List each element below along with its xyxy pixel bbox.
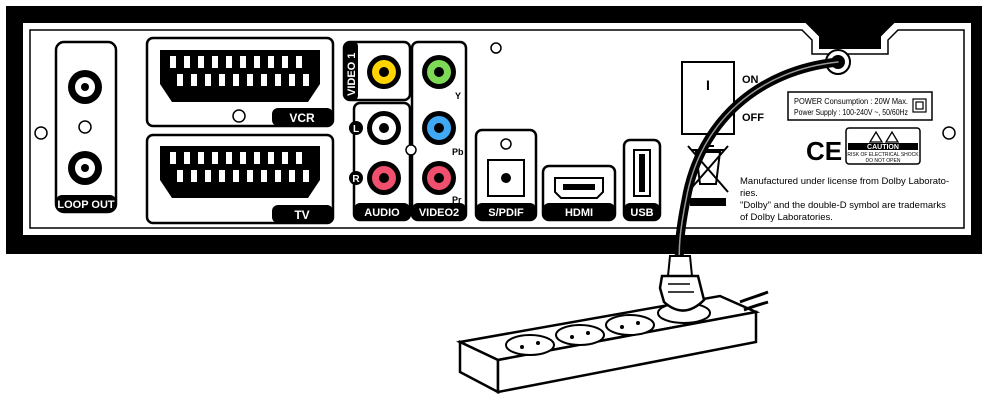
dolby-line-3: "Dolby" and the double-D symbol are trad… [740,200,946,211]
vcr-scart-port[interactable]: VCR [145,36,335,128]
power-strip [455,290,769,395]
scart-pin [226,152,232,164]
scart-pin [268,152,274,164]
svg-text:L: L [353,124,359,135]
scart-pin [268,56,274,68]
mounting-hole-left [34,126,48,140]
mounting-hole-right [942,126,956,140]
scart-pin [191,74,197,86]
dolby-line-1: Manufactured under license from Dolby La… [740,176,949,187]
scart-pin [205,74,211,86]
scart-pin [240,152,246,164]
scart-pin [247,74,253,86]
scart-pin [275,74,281,86]
spdif-port[interactable]: S/PDIF [474,128,538,222]
video2-pb-jack[interactable]: Pb [422,111,464,157]
scart-pin [198,56,204,68]
audio-left-jack[interactable]: L [349,111,401,145]
scart-pin [282,152,288,164]
loop-out-label: LOOP OUT [57,199,115,211]
vcr-label: VCR [289,111,315,125]
scart-pin [219,170,225,182]
scart-pin [177,170,183,182]
scart-pin [226,56,232,68]
power-strip-socket[interactable] [605,314,655,336]
scart-pin [170,152,176,164]
power-consumption-text: POWER Consumption : 20W Max. [794,97,908,106]
scart-pin [296,152,302,164]
switch-on-label: ON [742,74,759,86]
scart-pin [233,74,239,86]
tv-scart-port[interactable]: TV [145,133,335,225]
usb-port[interactable]: USB [622,138,662,222]
dolby-line-4: of Dolby Laboratories. [740,212,833,223]
svg-text:R: R [352,174,360,185]
power-plug [658,255,706,312]
scart-pin [289,170,295,182]
video2-component-group: Y Pb Pr VIDEO2 [405,40,468,222]
scart-pin [261,170,267,182]
dolby-notice: Manufactured under license from Dolby La… [740,176,949,223]
audio-label: AUDIO [364,207,400,219]
scart-pin [184,56,190,68]
svg-text:Pb: Pb [452,147,464,157]
power-supply-text: Power Supply : 100-240V ~, 50/60Hz [794,108,908,117]
scart-pin [296,56,302,68]
scart-pin [191,170,197,182]
scart-pin [289,74,295,86]
loop-out-port[interactable]: LOOP OUT [54,40,118,214]
scart-pin [219,74,225,86]
scart-pin [303,74,309,86]
usb-label: USB [630,207,653,219]
power-switch-on-symbol: I [706,77,710,93]
hdmi-label: HDMI [565,207,593,219]
video1-label: VIDEO 1 [346,53,358,96]
scart-pin [212,56,218,68]
scart-pin [212,152,218,164]
power-info-box: POWER Consumption : 20W Max. Power Suppl… [787,91,933,121]
scart-pin [254,152,260,164]
tv-label: TV [294,208,309,222]
audio-right-jack[interactable]: R [349,161,401,195]
scart-pin [275,170,281,182]
video2-label: VIDEO2 [419,207,459,219]
scart-pin [184,152,190,164]
scart-pin [177,74,183,86]
caution-line2: DO NOT OPEN [866,158,901,164]
power-switch[interactable]: I [681,61,735,135]
scart-pin [198,152,204,164]
caution-label: CAUTION RISK OF ELECTRICAL SHOCK DO NOT … [845,127,921,165]
power-strip-socket[interactable] [555,324,605,346]
ce-mark: CE [806,136,842,166]
spdif-label: S/PDIF [488,207,524,219]
switch-off-label: OFF [742,112,764,124]
caution-title: CAUTION [867,144,899,151]
scart-pin [170,56,176,68]
scart-pin [254,56,260,68]
mounting-hole-top [490,42,502,54]
video2-pr-jack[interactable]: Pr [422,161,462,205]
scart-pin [233,170,239,182]
scart-pin [303,170,309,182]
video2-y-jack[interactable]: Y [422,55,461,101]
scart-pin [282,56,288,68]
video1-audio-group: VIDEO 1 L R AUDIO [342,40,412,222]
scart-pin [205,170,211,182]
video1-jack[interactable] [367,55,401,89]
caution-line1: RISK OF ELECTRICAL SHOCK [847,152,919,158]
svg-text:Pr: Pr [452,195,462,205]
scart-pin [247,170,253,182]
scart-pin [261,74,267,86]
svg-text:Y: Y [455,91,461,101]
hdmi-port[interactable]: HDMI [541,164,617,222]
power-strip-socket[interactable] [505,334,555,356]
dolby-line-2: ries. [740,188,758,199]
panel-inner-line [29,29,965,229]
scart-pin [240,56,246,68]
